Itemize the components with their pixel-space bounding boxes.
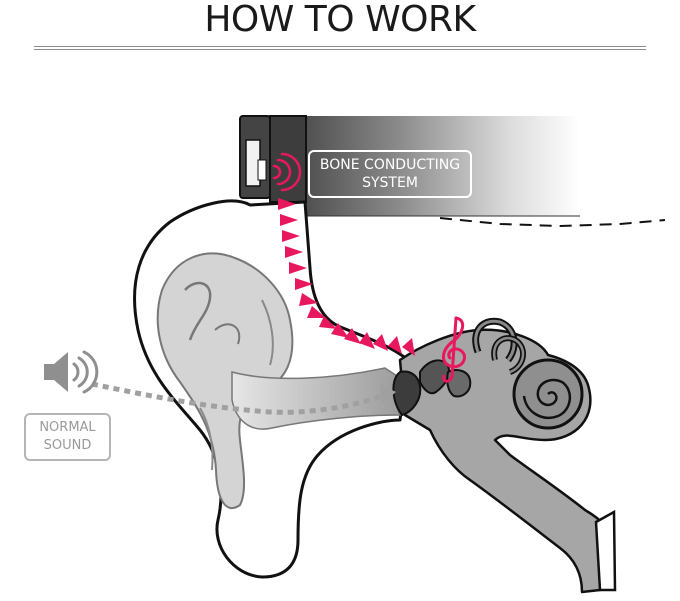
normal-sound-path: [91, 381, 396, 415]
speaker-icon: [44, 350, 99, 394]
bone-vibration-path: [278, 198, 415, 356]
normal-label-line1: NORMAL: [39, 420, 96, 435]
inner-ear: [392, 317, 617, 594]
bone-label-line2: SYSTEM: [362, 175, 418, 191]
bone-conducting-label: BONE CONDUCTING SYSTEM: [308, 150, 472, 198]
page-title: HOW TO WORK: [204, 0, 476, 40]
title-divider: [34, 46, 646, 50]
ear-canal: [231, 367, 402, 430]
bone-label-line1: BONE CONDUCTING: [319, 157, 461, 173]
sound-wave-icon: [272, 152, 302, 192]
treble-clef-icon: [442, 316, 466, 383]
normal-sound-label: NORMAL SOUND: [24, 413, 111, 461]
transducer: [239, 115, 307, 203]
headset-band: [299, 116, 666, 228]
normal-label-line2: SOUND: [43, 438, 92, 453]
